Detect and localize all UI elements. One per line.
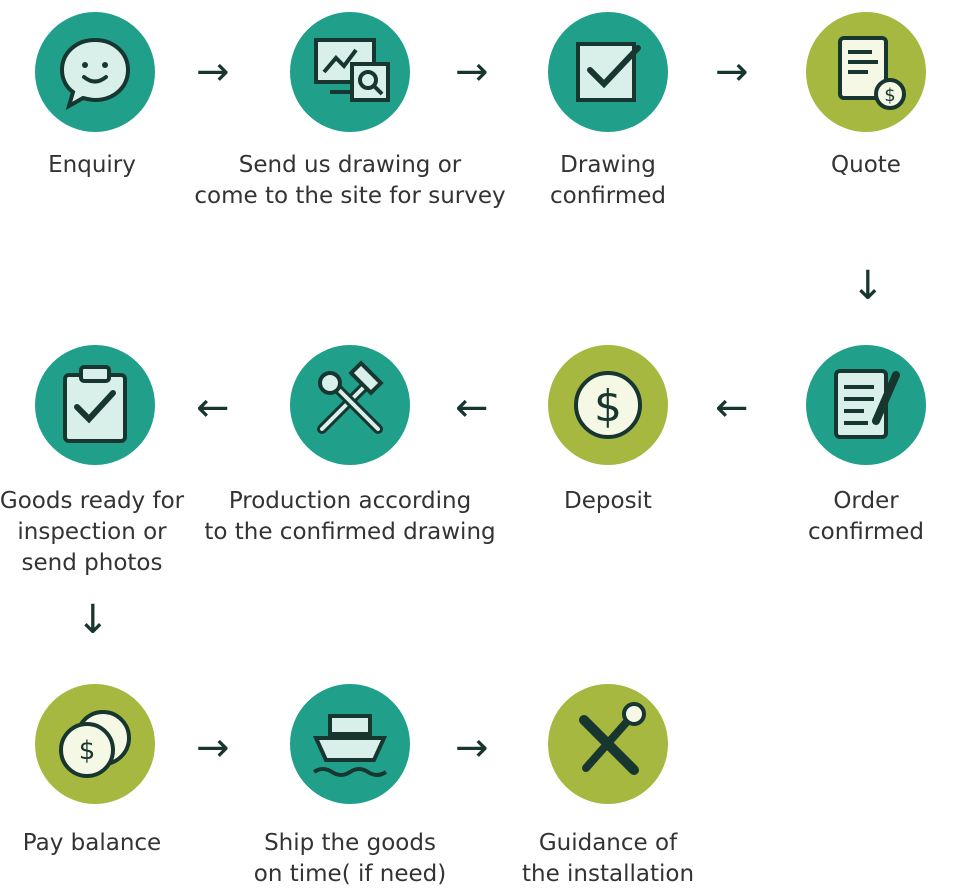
arrow-right: → [455, 725, 489, 771]
hammer-wrench-icon [290, 345, 410, 465]
arrow-left: ← [455, 385, 489, 431]
screwdriver-wrench-icon [548, 684, 668, 804]
svg-text:$: $ [79, 736, 96, 766]
step-label: Pay balance [22, 830, 162, 856]
arrow-right: → [196, 725, 230, 771]
checkbox-icon [548, 12, 668, 132]
smile-chat-icon [35, 12, 155, 132]
invoice-dollar-icon: $ [806, 12, 926, 132]
arrow-down: ↓ [851, 263, 885, 309]
step-label: Goods ready for inspection or send photo… [0, 488, 185, 576]
arrow-left: ← [715, 385, 749, 431]
clipboard-check-icon [35, 345, 155, 465]
coins-icon: $ [35, 684, 155, 804]
step-label: Guidance of the installation [521, 830, 695, 887]
arrow-right: → [715, 49, 749, 95]
step-label: Send us drawing or come to the site for … [194, 152, 506, 209]
svg-text:$: $ [884, 85, 895, 106]
step-label: Order confirmed [808, 488, 924, 545]
arrow-right: → [455, 49, 489, 95]
step-label: Production according to the confirmed dr… [204, 488, 496, 545]
step-label: Enquiry [48, 152, 136, 178]
dollar-coin-icon: $ [548, 345, 668, 465]
arrow-left: ← [196, 385, 230, 431]
step-label: Ship the goods on time( if need) [253, 830, 447, 887]
ship-icon [290, 684, 410, 804]
step-label: Deposit [564, 488, 652, 514]
document-pen-icon [806, 345, 926, 465]
step-label: Quote [831, 152, 901, 178]
svg-text:$: $ [594, 381, 622, 432]
step-label: Drawing confirmed [550, 152, 666, 209]
arrow-right: → [196, 49, 230, 95]
monitor-search-icon [290, 12, 410, 132]
arrow-down: ↓ [76, 597, 110, 643]
